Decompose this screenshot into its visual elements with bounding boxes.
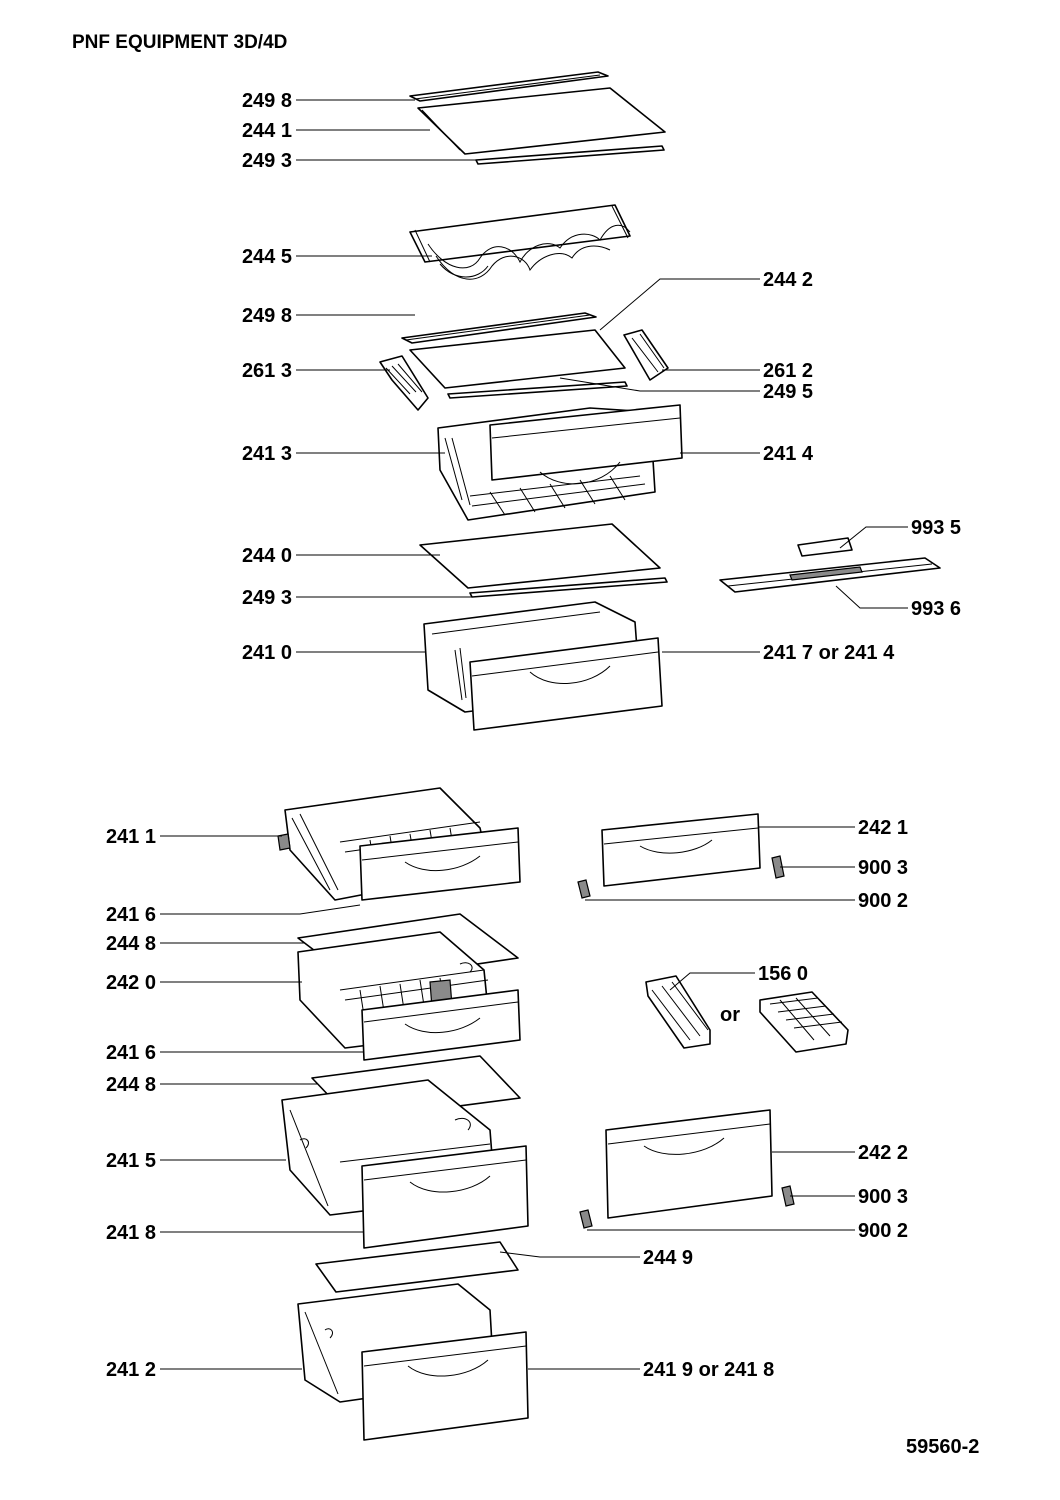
drawer-2410 <box>423 601 663 731</box>
label-2420: 242 0 <box>106 972 156 994</box>
label-2442: 244 2 <box>763 269 813 291</box>
drawer-2415 <box>281 1079 529 1249</box>
callout-labels: 249 8 244 1 249 3 244 5 249 8 244 2 261 … <box>106 90 961 1381</box>
glass-2449 <box>315 1241 519 1293</box>
label-2493-a: 249 3 <box>242 150 292 172</box>
label-2495: 249 5 <box>763 381 813 403</box>
label-9002-b: 900 2 <box>858 1220 908 1242</box>
label-2441: 244 1 <box>242 120 292 142</box>
label-2416-a: 241 6 <box>106 904 156 926</box>
label-2421: 242 1 <box>858 817 908 839</box>
label-2612: 261 2 <box>763 360 813 382</box>
label-2440: 244 0 <box>242 545 292 567</box>
label-9003-b: 900 3 <box>858 1186 908 1208</box>
label-2422: 242 2 <box>858 1142 908 1164</box>
label-2415: 241 5 <box>106 1150 156 1172</box>
label-2413: 241 3 <box>242 443 292 465</box>
drawer-front-2422 <box>579 1109 795 1229</box>
cover-9936 <box>719 537 941 593</box>
document-number: 59560-2 <box>906 1436 980 1458</box>
label-2448-a: 244 8 <box>106 933 156 955</box>
label-9936: 993 6 <box>911 598 961 620</box>
label-2411: 241 1 <box>106 826 156 848</box>
label-2445: 244 5 <box>242 246 292 268</box>
label-2448-b: 244 8 <box>106 1074 156 1096</box>
or-text: or <box>720 1004 740 1026</box>
label-2613: 261 3 <box>242 360 292 382</box>
label-2493-b: 249 3 <box>242 587 292 609</box>
drawer-front-2421 <box>577 813 785 899</box>
glass-shelf-top <box>409 71 666 165</box>
label-2498-a: 249 8 <box>242 90 292 112</box>
label-9003-a: 900 3 <box>858 857 908 879</box>
label-2417-or-2414: 241 7 or 241 4 <box>763 642 895 664</box>
label-2410: 241 0 <box>242 642 292 664</box>
label-1560: 156 0 <box>758 963 808 985</box>
page-title: PNF EQUIPMENT 3D/4D <box>72 32 288 53</box>
label-2449: 244 9 <box>643 1247 693 1269</box>
wine-rack <box>409 204 631 280</box>
leader-lines <box>160 99 908 1370</box>
label-2412: 241 2 <box>106 1359 156 1381</box>
label-9935: 993 5 <box>911 517 961 539</box>
label-9002-a: 900 2 <box>858 890 908 912</box>
drawer-2420 <box>297 931 521 1061</box>
glass-shelf-2440 <box>419 523 668 598</box>
label-2419-or-2418: 241 9 or 241 8 <box>643 1359 774 1381</box>
drawer-2413 <box>437 404 683 521</box>
drawer-2411 <box>277 787 521 901</box>
label-2418: 241 8 <box>106 1222 156 1244</box>
drawer-2412 <box>297 1283 529 1441</box>
label-2498-b: 249 8 <box>242 305 292 327</box>
label-2414: 241 4 <box>763 443 814 465</box>
glass-shelf-2442 <box>379 312 669 411</box>
ice-tray-1560 <box>645 975 849 1053</box>
label-2416-b: 241 6 <box>106 1042 156 1064</box>
